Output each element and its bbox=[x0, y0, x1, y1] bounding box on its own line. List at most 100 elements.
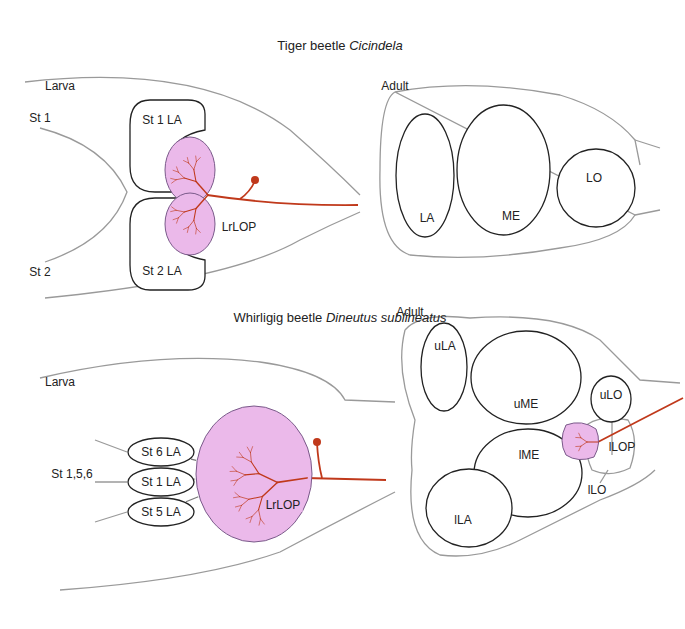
neuropil: St 5 LA bbox=[127, 497, 195, 527]
axon bbox=[207, 195, 358, 205]
dendrite bbox=[277, 478, 307, 482]
neuropil-label: uLA bbox=[434, 339, 455, 353]
neuropil-outline bbox=[420, 322, 468, 412]
dendrite bbox=[245, 474, 259, 475]
dendrite bbox=[178, 212, 184, 218]
dendrite bbox=[171, 210, 176, 211]
dendrite bbox=[176, 178, 184, 180]
dendrite bbox=[177, 167, 179, 172]
neuropil-outline bbox=[165, 193, 215, 255]
label: Adult bbox=[396, 305, 423, 319]
label: lLO bbox=[588, 483, 607, 497]
neuropil-label: LrLOP bbox=[222, 220, 257, 234]
dendrite bbox=[176, 210, 184, 212]
neuropil-label: LrLOP bbox=[264, 498, 303, 512]
label: St 2 bbox=[29, 265, 50, 279]
neuropil-label: uME bbox=[514, 397, 539, 411]
dendrite bbox=[235, 493, 240, 497]
dendrite bbox=[189, 163, 194, 170]
neuropil: LA bbox=[395, 113, 455, 238]
label: St 1 bbox=[29, 111, 50, 125]
head-outline bbox=[40, 128, 127, 262]
label: Larva bbox=[45, 79, 75, 93]
neuropil-label: St 2 LA bbox=[142, 264, 181, 278]
neuropil-label: St 6 LA bbox=[141, 445, 180, 459]
neuropil-outline bbox=[421, 323, 467, 411]
neuropil-outline bbox=[196, 406, 312, 542]
neuropil: uLA bbox=[420, 322, 468, 412]
dendrite bbox=[237, 475, 245, 480]
dendrite bbox=[259, 519, 260, 525]
neuropil-outline bbox=[195, 405, 313, 543]
neuropil-label: St 5 LA bbox=[141, 505, 180, 519]
label: St 1,5,6 bbox=[51, 467, 92, 481]
axon bbox=[317, 443, 322, 478]
neuropil-label: uLO bbox=[600, 388, 623, 402]
neuropil-outline bbox=[562, 423, 599, 460]
dendrite bbox=[196, 182, 208, 195]
neuropil-outline bbox=[471, 331, 581, 424]
neuropil: ME bbox=[456, 104, 551, 236]
neuropil-label: LA bbox=[420, 211, 435, 225]
neuropil-outline bbox=[591, 376, 631, 422]
axon bbox=[240, 181, 255, 199]
neuropil-label: St 1 LA bbox=[142, 113, 181, 127]
dendrite bbox=[239, 452, 243, 457]
neuropil-label: LO bbox=[586, 171, 602, 185]
neuropil-outline bbox=[128, 438, 194, 466]
neuropil: uME bbox=[470, 330, 582, 425]
dendrite bbox=[259, 510, 261, 519]
dendrite bbox=[576, 437, 581, 438]
dendrite bbox=[195, 228, 197, 234]
neuropil-label: ME bbox=[502, 209, 520, 223]
dendrite bbox=[195, 156, 197, 162]
neuropil: LrLOP bbox=[195, 405, 313, 543]
label: Larva bbox=[45, 375, 75, 389]
head-outline bbox=[635, 140, 660, 215]
dendrite bbox=[579, 433, 581, 438]
dendrite bbox=[247, 447, 250, 453]
dendrite bbox=[581, 438, 587, 442]
dendrite bbox=[194, 208, 196, 220]
dendrite bbox=[194, 170, 196, 182]
dendrite bbox=[234, 480, 237, 485]
neuropil-outline bbox=[457, 105, 550, 235]
neuropil-outline bbox=[396, 114, 454, 237]
dendrite bbox=[231, 479, 237, 481]
dendrite bbox=[243, 457, 251, 462]
dendrite bbox=[187, 158, 188, 164]
dendrite bbox=[242, 499, 249, 505]
neuropil: St 6 LA bbox=[127, 437, 195, 467]
axon bbox=[305, 478, 386, 480]
dendrite bbox=[172, 207, 177, 210]
neuropil-label: lLOP bbox=[609, 440, 636, 454]
neuropil-label: lLA bbox=[454, 513, 471, 527]
dendrite bbox=[576, 446, 581, 447]
neuropil-label: lME bbox=[519, 448, 540, 462]
dendrite bbox=[196, 158, 200, 162]
neuropil: LrLOP bbox=[163, 135, 218, 257]
neuropil: LO bbox=[556, 148, 636, 228]
dendrite bbox=[260, 519, 264, 524]
neuropil-label: St 1 LA bbox=[141, 475, 180, 489]
dendrite bbox=[171, 178, 176, 179]
neuropil-outline bbox=[557, 149, 635, 227]
cell-body bbox=[251, 176, 259, 184]
dendrite bbox=[196, 195, 208, 208]
head-outline bbox=[380, 86, 640, 258]
section-title: Tiger beetle Cicindela bbox=[277, 39, 402, 53]
dendrite bbox=[252, 510, 259, 517]
dendrite bbox=[237, 457, 243, 458]
dendrite bbox=[196, 228, 200, 232]
neuropil: lLA bbox=[425, 468, 513, 548]
neuropil-outline bbox=[425, 468, 513, 548]
neuropil-outline bbox=[163, 135, 218, 257]
dendrite bbox=[178, 172, 184, 178]
neuropil: St 1 LA bbox=[127, 467, 195, 497]
neuropil-outline bbox=[560, 421, 600, 461]
neuropil-outline bbox=[426, 469, 512, 547]
dendrite bbox=[236, 471, 245, 475]
dendrite bbox=[259, 474, 277, 483]
dendrite bbox=[579, 446, 581, 451]
